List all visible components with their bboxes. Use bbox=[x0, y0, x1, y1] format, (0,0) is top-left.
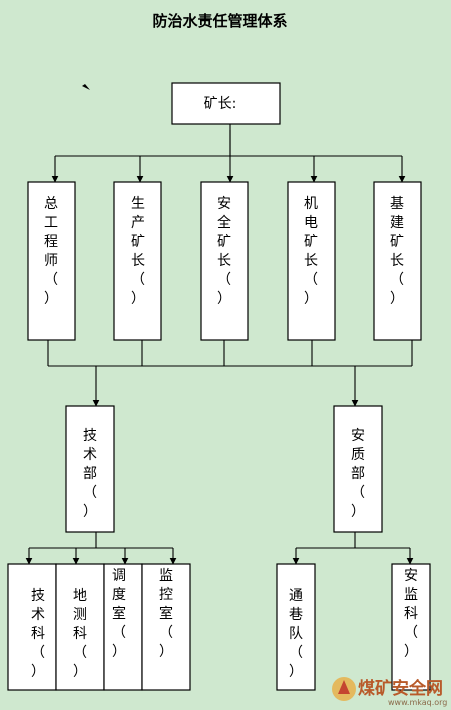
box-quality-dept bbox=[333, 405, 383, 533]
label-quality-dept: 安质部（） bbox=[351, 428, 365, 520]
level4-tech-row: 技术科（） 地测科（） 调度室（） 监控室（） bbox=[7, 563, 191, 691]
label-tech-section: 技术科（） bbox=[31, 588, 45, 680]
label-tech-dept: 技术部（） bbox=[83, 428, 97, 520]
box-ventilation-team bbox=[276, 563, 316, 691]
watermark-text: 煤矿安全网 bbox=[358, 678, 443, 699]
watermark: 煤矿安全网 www.mkaq.org bbox=[332, 677, 447, 707]
label-production-manager: 生产矿长（） bbox=[131, 196, 145, 307]
top-box-mine-director: 矿长: bbox=[171, 82, 281, 125]
box-monitor-room bbox=[141, 563, 191, 691]
box-tech-dept bbox=[65, 405, 115, 533]
box-safety-supervision bbox=[391, 563, 431, 691]
label-safety-supervision: 安监科（） bbox=[404, 568, 418, 660]
label-dispatch-room: 调度室（） bbox=[112, 568, 126, 660]
label-monitor-room: 监控室（） bbox=[159, 568, 173, 660]
box-survey-section bbox=[55, 563, 105, 691]
box-safety-manager bbox=[200, 181, 249, 341]
box-dispatch-room bbox=[103, 563, 143, 691]
label-safety-manager: 安全矿长（） bbox=[217, 196, 231, 307]
box-production-manager bbox=[113, 181, 162, 341]
cursor-mark bbox=[82, 84, 90, 90]
label-ventilation-team: 通巷队（） bbox=[289, 588, 303, 680]
box-chief-engineer bbox=[27, 181, 76, 341]
level3-row: 技术部（） 安质部（） bbox=[65, 405, 383, 533]
level4-quality-row: 通巷队（） 安监科（） bbox=[276, 563, 431, 691]
page-title: 防治水责任管理体系 bbox=[152, 12, 287, 30]
top-box-label: 矿长: bbox=[204, 96, 237, 112]
level2-row: 总工程师（） 生产矿长（） 安全矿长（） 机电矿长（） 基建矿长（） bbox=[27, 181, 422, 341]
label-chief-engineer: 总工程师（） bbox=[44, 196, 58, 307]
watermark-url: www.mkaq.org bbox=[388, 698, 447, 707]
label-electromech-manager: 机电矿长（） bbox=[304, 196, 318, 307]
connectors bbox=[25, 124, 414, 565]
box-tech-section bbox=[7, 563, 57, 691]
label-construction-manager: 基建矿长（） bbox=[390, 195, 404, 307]
box-construction-manager bbox=[373, 181, 422, 341]
label-survey-section: 地测科（） bbox=[73, 588, 87, 680]
box-electromech-manager bbox=[287, 181, 336, 341]
